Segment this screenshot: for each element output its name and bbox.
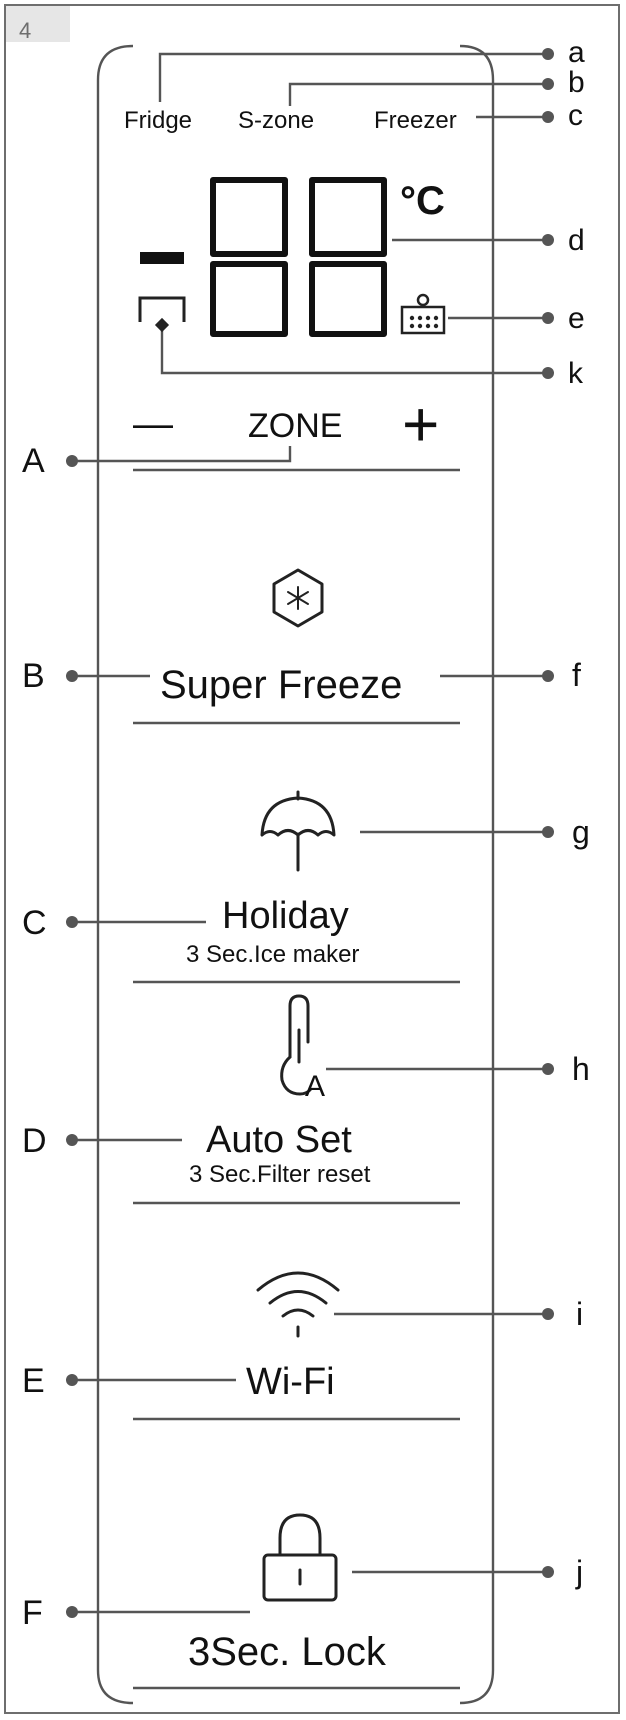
leader-e-dot (542, 312, 554, 324)
callout-F: F (22, 1594, 43, 1632)
leader-c-dot (542, 111, 554, 123)
leader-b-dot (542, 78, 554, 90)
leader-F-dot (66, 1606, 78, 1618)
zone-control[interactable]: — ZONE + (133, 388, 439, 460)
page-number: 4 (19, 18, 32, 43)
auto-letter-icon: A (305, 1070, 325, 1103)
callout-E: E (22, 1362, 45, 1400)
leader-a (158, 52, 548, 102)
leader-k (160, 327, 548, 375)
callout-e: e (568, 302, 585, 335)
umbrella-icon (260, 790, 336, 872)
lock-icon (262, 1513, 338, 1602)
leader-f-dot (542, 670, 554, 682)
leader-h-dot (542, 1063, 554, 1075)
wifi-button[interactable]: Wi-Fi (246, 1271, 340, 1403)
leader-g-dot (542, 826, 554, 838)
auto-set-label: Auto Set (206, 1119, 352, 1161)
zone-label-szone: S-zone (238, 107, 314, 134)
callout-A: A (22, 442, 45, 480)
page-frame (4, 4, 620, 1714)
leader-b (288, 82, 548, 106)
leader-k-dot (542, 367, 554, 379)
unit-celsius: °C (400, 179, 445, 223)
callout-f: f (572, 657, 581, 693)
auto-set-button[interactable]: A Auto Set 3 Sec.Filter reset (189, 994, 371, 1188)
leader-d-dot (542, 234, 554, 246)
zone-minus-button[interactable]: — (133, 402, 173, 446)
callout-B: B (22, 657, 45, 695)
wifi-icon (256, 1271, 340, 1338)
auto-set-sub-label: 3 Sec.Filter reset (189, 1161, 371, 1188)
lock-button[interactable]: 3Sec. Lock (188, 1513, 387, 1674)
lock-label: 3Sec. Lock (188, 1630, 387, 1674)
zone-label-fridge: Fridge (124, 107, 192, 134)
callout-b: b (568, 66, 585, 99)
leader-j-dot (542, 1566, 554, 1578)
leader-E-dot (66, 1374, 78, 1386)
minus-segment (140, 252, 184, 264)
snowflake-hexagon-icon (272, 568, 324, 628)
zone-plus-button[interactable]: + (402, 388, 439, 460)
callout-C: C (22, 904, 47, 942)
super-freeze-label: Super Freeze (160, 663, 402, 707)
callout-g: g (572, 814, 590, 850)
leader-A-dot (66, 455, 78, 467)
snowflake-icon (287, 586, 309, 610)
temperature-display: °C (140, 177, 445, 337)
leader-i-dot (542, 1308, 554, 1320)
thermometer-auto-icon (280, 994, 312, 1096)
zone-button-label[interactable]: ZONE (248, 407, 342, 445)
digit-2 (309, 177, 387, 337)
callout-i: i (576, 1296, 583, 1332)
holiday-label: Holiday (222, 895, 349, 937)
holiday-sub-label: 3 Sec.Ice maker (186, 941, 359, 968)
panel-outline (96, 44, 495, 1705)
callout-d: d (568, 224, 585, 257)
callout-D: D (22, 1122, 47, 1160)
zone-label-freezer: Freezer (374, 107, 457, 134)
ice-tray-icon (400, 293, 446, 335)
callout-j: j (575, 1554, 583, 1590)
zone-indicator-icon (138, 296, 186, 322)
leader-C-dot (66, 916, 78, 928)
callout-a: a (568, 36, 585, 69)
leader-a-dot (542, 48, 554, 60)
callout-k: k (568, 357, 584, 390)
page-number-box: 4 (6, 6, 70, 43)
leader-B-dot (66, 670, 78, 682)
holiday-button[interactable]: Holiday 3 Sec.Ice maker (186, 790, 359, 968)
leader-k-diamond (154, 317, 170, 333)
leader-D-dot (66, 1134, 78, 1146)
leader-A (72, 446, 292, 463)
wifi-label: Wi-Fi (246, 1361, 335, 1403)
super-freeze-button[interactable]: Super Freeze (160, 568, 402, 707)
digit-1 (210, 177, 288, 337)
callout-c: c (568, 99, 583, 132)
callout-h: h (572, 1051, 590, 1087)
